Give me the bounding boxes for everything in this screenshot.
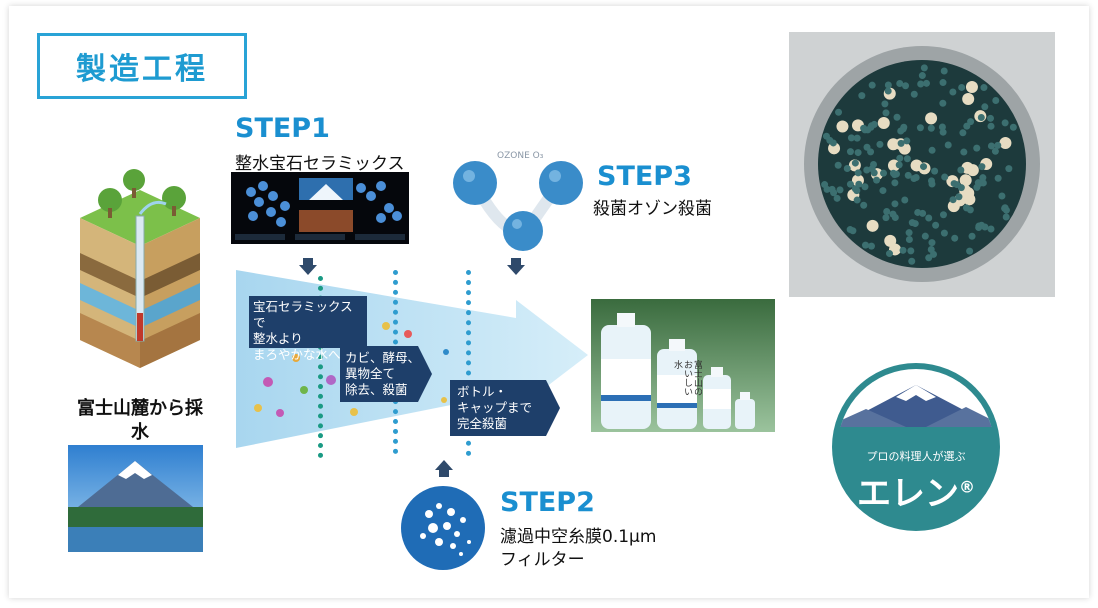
- badge-brand-wrap: エレン®: [826, 466, 1006, 515]
- flow-stage2-line3: 除去、殺菌: [345, 382, 408, 397]
- step3-down-arrow: [507, 258, 525, 275]
- step2-line2: フィルター: [500, 550, 585, 570]
- step2-line1: 濾過中空糸膜0.1μm: [500, 527, 657, 547]
- badge-tagline: プロの料理人が選ぶ: [866, 450, 966, 463]
- flow-stage2-box: カビ、酵母、 異物全て 除去、殺菌: [345, 350, 420, 398]
- page-title: 製造工程: [76, 52, 208, 87]
- step1-ceramics-image: [231, 172, 409, 244]
- step3-heading: STEP3: [597, 161, 692, 192]
- step1-heading: STEP1: [235, 113, 330, 144]
- step1-subtitle: 整水宝石セラミックス: [235, 154, 405, 174]
- eren-badge: [828, 359, 1004, 535]
- flow-stage3-line1: ボトル・: [457, 384, 508, 399]
- flow-stage3-line3: 完全殺菌: [457, 416, 508, 431]
- flow-stage3-box: ボトル・ キャップまで 完全殺菌: [457, 384, 532, 432]
- flow-stage1-box: 宝石セラミックスで 整水より まろやかな水へ: [249, 296, 367, 362]
- flow-stage2-bg: [340, 346, 432, 402]
- source-label: 富士山麓から採水: [77, 398, 203, 443]
- membrane-filter-image: [401, 486, 485, 570]
- badge-brand: エレン: [857, 474, 959, 514]
- step3-subtitle: 殺菌オゾン殺菌: [593, 199, 712, 219]
- flow-stage1-line2: 整水より: [253, 331, 303, 346]
- filter-line-1: [318, 276, 323, 458]
- mt-fuji-photo: [68, 445, 203, 552]
- ground-illustration: [80, 169, 200, 368]
- title-box: 製造工程: [37, 33, 247, 99]
- bottle-label: 富士山のおいしい水: [672, 360, 702, 396]
- ceramic-balls-photo: [789, 32, 1055, 297]
- flow-stage3-line2: キャップまで: [457, 400, 533, 415]
- flow-stage2-line1: カビ、酵母、: [345, 350, 421, 365]
- step2-up-arrow: [435, 460, 453, 477]
- flow-stage1-line3: まろやかな水へ: [253, 347, 341, 362]
- step2-heading: STEP2: [500, 487, 595, 518]
- ozone-molecule-image: [453, 161, 583, 251]
- flow-stage3-bg: [450, 380, 560, 436]
- water-bottles-photo: [591, 299, 775, 432]
- registered-mark: ®: [959, 477, 975, 497]
- step1-down-arrow: [299, 258, 317, 275]
- ozone-label: OZONE O₃: [497, 151, 544, 161]
- filter-line-3: [466, 270, 471, 456]
- flow-stage2-line2: 異物全て: [345, 366, 396, 381]
- flow-stage1-line1: 宝石セラミックスで: [253, 299, 353, 330]
